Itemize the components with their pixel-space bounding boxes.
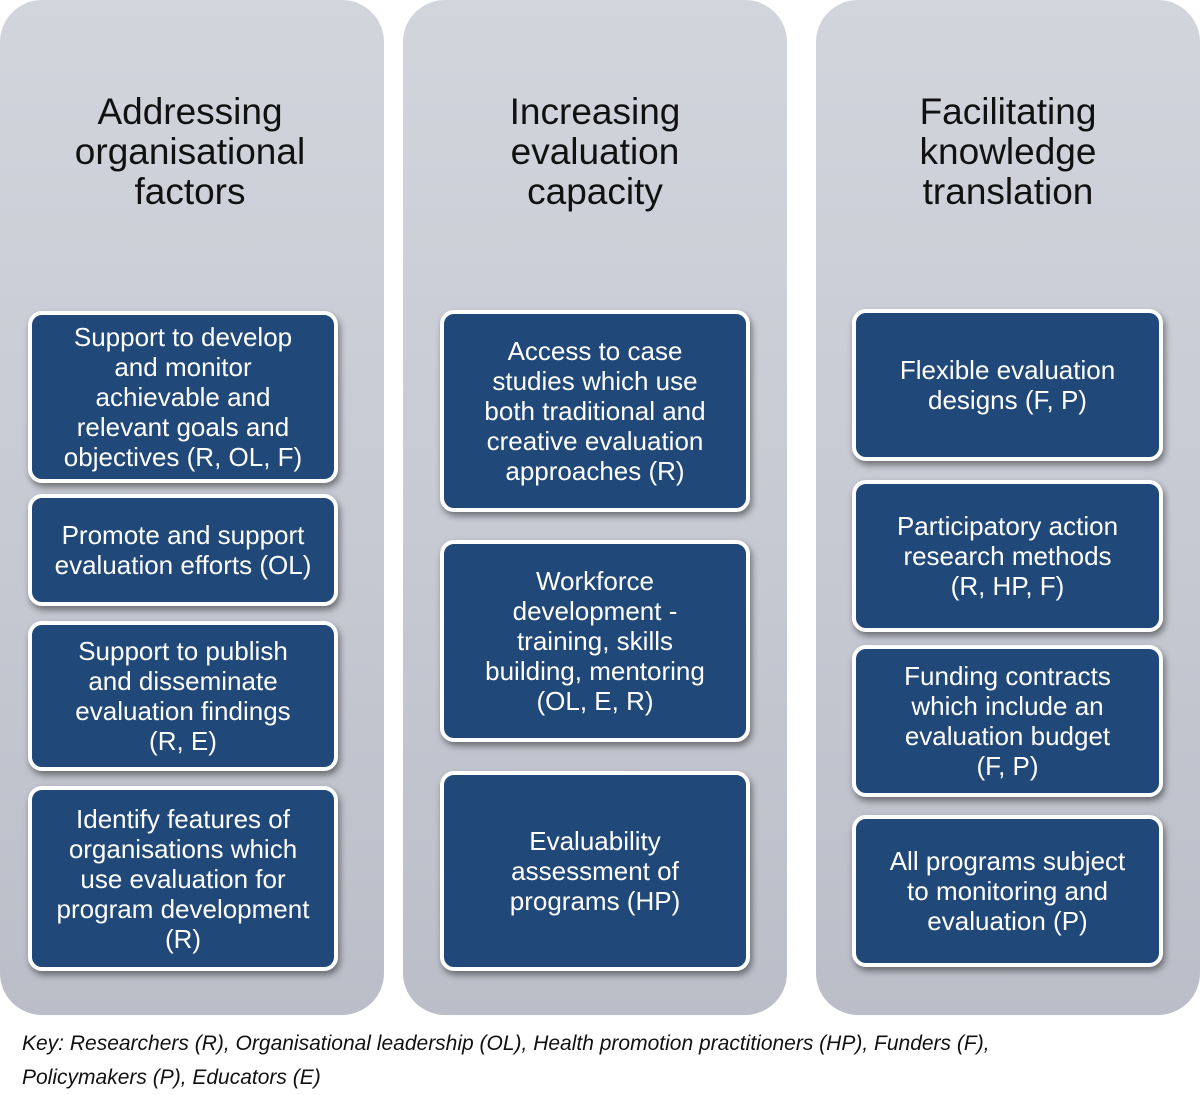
strategy-box-participatory-research: Participatory action research methods (R… — [852, 480, 1163, 632]
strategy-box-goals-objectives: Support to develop and monitor achievabl… — [28, 311, 338, 483]
column-title: Addressing organisational factors — [74, 91, 306, 212]
column-evaluation-capacity: Increasing evaluation capacity Access to… — [403, 0, 787, 1015]
column-organisational-factors: Addressing organisational factors Suppor… — [0, 0, 384, 1015]
column-knowledge-translation: Facilitating knowledge translation Flexi… — [816, 0, 1200, 1015]
strategy-box-monitoring-evaluation: All programs subject to monitoring and e… — [852, 815, 1163, 967]
strategy-box-identify-features: Identify features of organisations which… — [28, 786, 338, 971]
strategy-box-funding-contracts: Funding contracts which include an evalu… — [852, 645, 1163, 797]
strategy-box-workforce-development: Workforce development - training, skills… — [440, 540, 750, 742]
strategy-box-promote-evaluation: Promote and support evaluation efforts (… — [28, 494, 338, 606]
column-title: Facilitating knowledge translation — [919, 91, 1097, 212]
key-legend: Key: Researchers (R), Organisational lea… — [22, 1032, 990, 1089]
strategy-box-flexible-designs: Flexible evaluation designs (F, P) — [852, 309, 1163, 461]
strategy-box-case-studies: Access to case studies which use both tr… — [440, 310, 750, 512]
strategy-box-evaluability-assessment: Evaluability assessment of programs (HP) — [440, 771, 750, 971]
column-title: Increasing evaluation capacity — [509, 91, 681, 212]
strategy-box-publish-findings: Support to publish and disseminate evalu… — [28, 621, 338, 771]
